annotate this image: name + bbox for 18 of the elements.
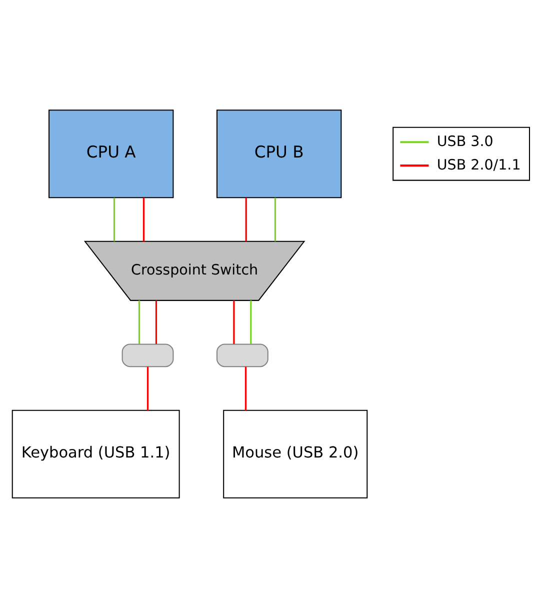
- legend-label: USB 3.0: [436, 134, 494, 150]
- connector: [113, 198, 116, 242]
- connector: [146, 366, 149, 410]
- node-box: CPU B: [216, 110, 342, 198]
- node-box: Keyboard (USB 1.1): [12, 410, 180, 498]
- connector: [250, 300, 252, 344]
- connector: [142, 198, 145, 242]
- connector: [138, 300, 140, 344]
- connector: [233, 300, 235, 344]
- connector: [274, 198, 276, 242]
- node-box: [216, 344, 268, 368]
- node-box: [122, 344, 174, 368]
- connector: [155, 300, 158, 344]
- node-box: CPU A: [48, 110, 174, 198]
- node-box: Mouse (USB 2.0): [223, 410, 368, 498]
- legend-label: USB 2.0/1.1: [436, 157, 521, 174]
- connector: [245, 198, 247, 242]
- connector: [244, 366, 247, 410]
